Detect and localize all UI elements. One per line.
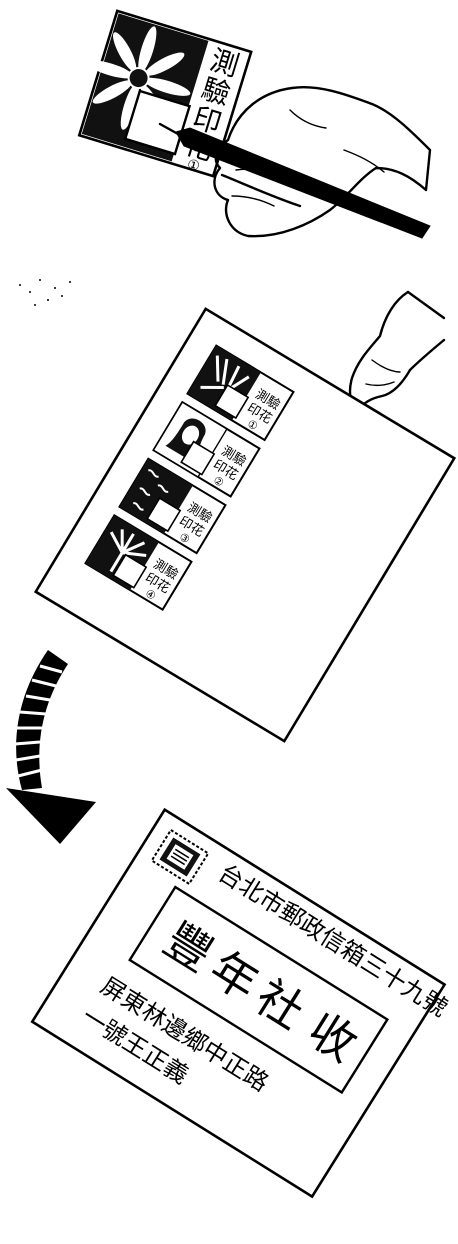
envelope: 台北市郵政信箱三十九號 豐年社 收 屏東林邊鄉中正路 一號王正義 [32, 810, 456, 1204]
stamp-sheet: 測驗 印花 ① 測驗 印花 ② 測驗 印花 ③ [36, 309, 455, 741]
pointing-hand-icon [350, 292, 444, 410]
curved-arrow-icon [6, 650, 96, 844]
speckles [19, 279, 71, 306]
